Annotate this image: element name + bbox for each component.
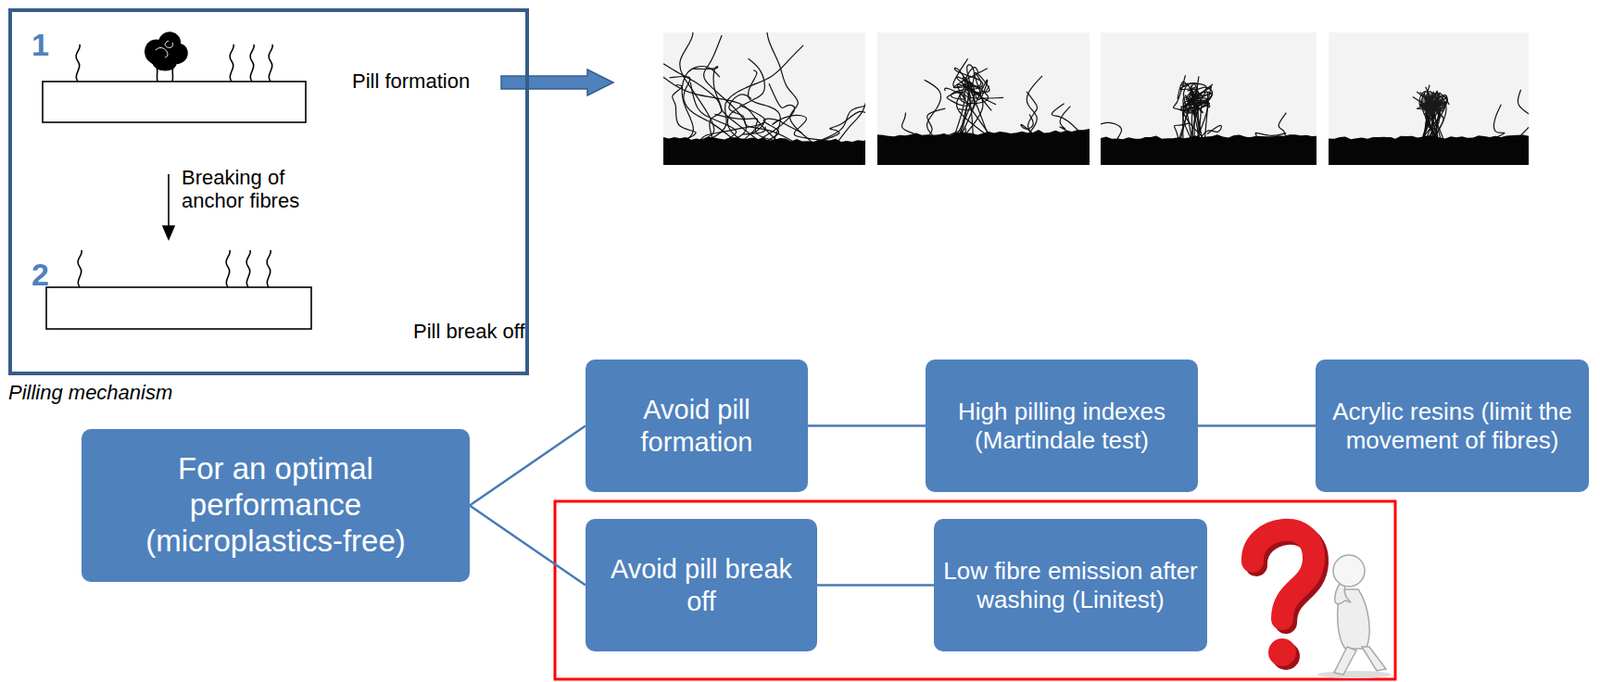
anchor-fibre <box>268 44 273 82</box>
fibre-photo <box>877 32 1090 165</box>
question-dot <box>1268 638 1297 667</box>
anchor-fibre <box>226 250 230 288</box>
fabric-strip <box>42 81 306 123</box>
box-text: Acrylic resins (limit the movement of fi… <box>1315 391 1589 460</box>
fibre <box>818 100 866 142</box>
connector-line <box>807 424 926 428</box>
question-mark <box>1252 529 1314 619</box>
figure-shadow <box>1317 670 1392 679</box>
connector-line <box>469 505 586 586</box>
goal-box: For an optimal performance (microplastic… <box>81 428 470 582</box>
fibre <box>1026 75 1043 134</box>
fibre <box>663 59 665 140</box>
fibre-photo <box>1100 32 1317 165</box>
fibre <box>954 67 988 136</box>
pill-core <box>1420 92 1445 115</box>
connector-line <box>817 583 934 587</box>
strategy-box: Avoid pill break off <box>585 518 818 652</box>
fibre <box>1517 89 1529 139</box>
fibre <box>760 83 795 141</box>
fibre <box>924 79 942 137</box>
fibres <box>1100 75 1290 140</box>
box-text: High pilling indexes (Martindale test) <box>925 391 1198 460</box>
fibre-photo <box>663 32 866 165</box>
fibre <box>690 82 739 141</box>
fibre <box>663 65 779 142</box>
fibre <box>1059 106 1071 133</box>
box-text: For an optimal performance (microplastic… <box>81 445 470 566</box>
mechanism-frame: 1Pill formationBreaking of anchor fibres… <box>8 8 530 376</box>
fibre <box>763 118 803 141</box>
strategy-box: Avoid pill formation <box>585 359 808 492</box>
figure-legs <box>1334 646 1386 675</box>
fabric-strip <box>46 287 312 329</box>
box-text: Avoid pill break off <box>585 547 818 622</box>
figure-caption: Pilling mechanism <box>8 380 173 404</box>
fabric-surface <box>877 128 1090 165</box>
anchor-fibre <box>250 44 254 82</box>
process-label: Breaking of anchor fibres <box>181 165 330 214</box>
photo-sequence <box>585 5 1535 167</box>
process-arrow <box>163 226 175 240</box>
fibre <box>707 45 804 141</box>
fibres <box>663 32 866 142</box>
fibre <box>1493 104 1505 139</box>
fibre <box>901 112 921 137</box>
fibre <box>1185 84 1213 139</box>
step-number: 2 <box>31 256 50 293</box>
figure-head <box>1333 554 1365 587</box>
anchor-fibre <box>246 250 251 288</box>
stage-label: Pill formation <box>352 69 470 93</box>
requirement-box: High pilling indexes (Martindale test) <box>925 359 1198 492</box>
box-text: Avoid pill formation <box>585 388 808 463</box>
fibre <box>946 68 988 136</box>
fabric-surface <box>1100 134 1317 165</box>
process-arrow <box>167 174 170 232</box>
fabric-surface <box>663 137 866 165</box>
question-figure <box>1252 529 1392 679</box>
fibre <box>704 35 747 141</box>
pill <box>145 32 188 70</box>
connector-line <box>1197 424 1316 428</box>
highlight-frame <box>554 501 1396 680</box>
fibre <box>692 66 722 141</box>
fibre <box>817 79 866 142</box>
anchor-fibre <box>77 250 82 288</box>
step-number: 1 <box>31 26 50 63</box>
fibre <box>673 32 714 141</box>
box-text: Low fibre emission after washing (Linite… <box>933 551 1208 619</box>
fibres <box>901 58 1090 137</box>
anchor-fibre <box>266 250 271 288</box>
solution-box: Acrylic resins (limit the movement of fi… <box>1315 359 1589 492</box>
fibre <box>837 55 866 142</box>
connector-line <box>469 426 586 506</box>
fibre <box>1020 113 1034 134</box>
fibre-photo <box>1328 32 1529 165</box>
fibres <box>1373 85 1529 140</box>
block-arrow <box>501 69 614 96</box>
fibre <box>663 63 759 142</box>
fibre <box>956 76 989 136</box>
pill <box>155 40 174 58</box>
anchor-fibre <box>75 44 80 82</box>
fibre <box>1187 87 1213 139</box>
anchor-fibre <box>229 44 234 82</box>
fibre <box>767 32 812 142</box>
fabric-surface <box>1328 134 1529 165</box>
requirement-box: Low fibre emission after washing (Linite… <box>933 518 1208 652</box>
fibre <box>1278 113 1290 138</box>
fibre <box>1051 103 1080 133</box>
stage-label: Pill break off <box>413 319 526 343</box>
